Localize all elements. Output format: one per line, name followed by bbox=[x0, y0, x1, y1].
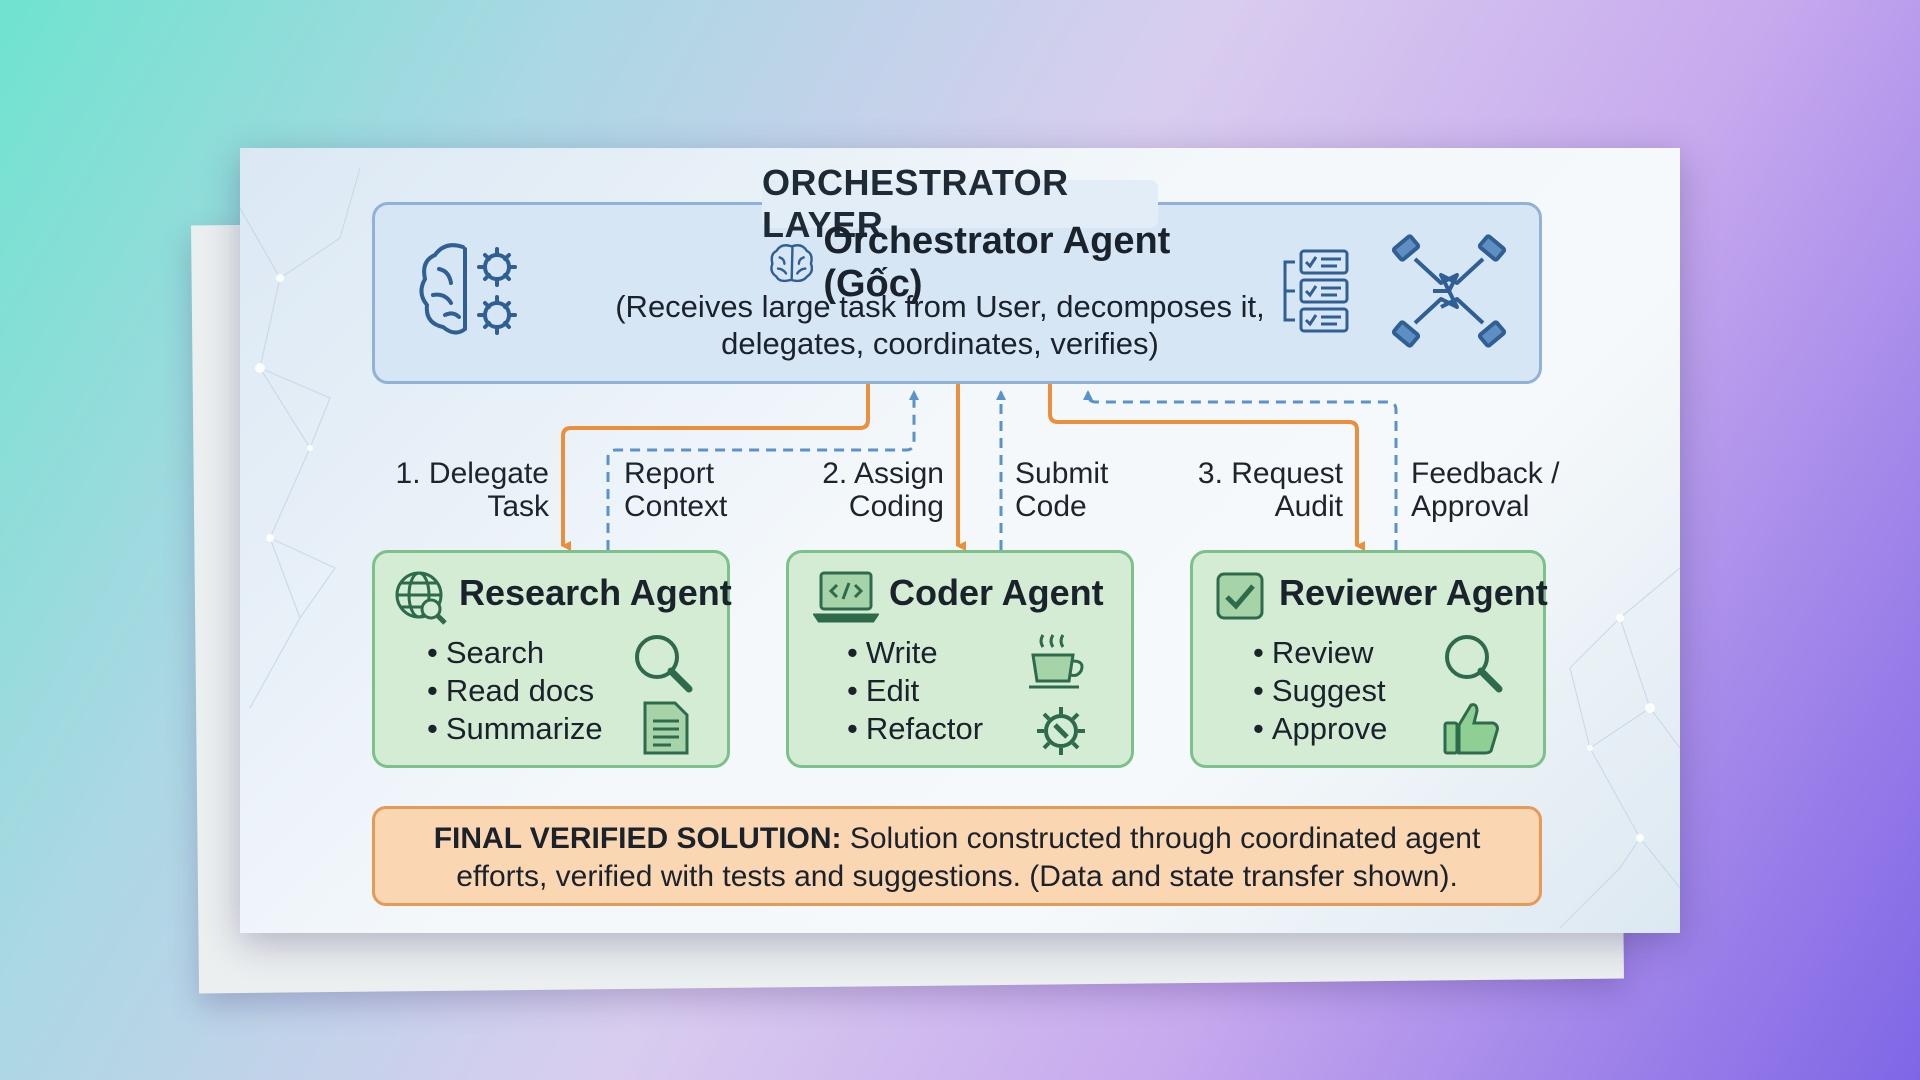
thumbs-up-icon bbox=[1443, 703, 1499, 755]
research-agent-box: Research Agent •Search •Read docs •Summa… bbox=[372, 550, 732, 768]
laptop-code-icon bbox=[813, 571, 879, 623]
globe-search-icon bbox=[395, 571, 447, 625]
item-label: Review bbox=[1271, 635, 1374, 670]
research-agent-title: Research Agent bbox=[459, 572, 732, 613]
flow-label-line: 3. Request bbox=[1197, 457, 1343, 490]
feedback-approval-arrow bbox=[1083, 390, 1398, 550]
research-item-summarize: •Summarize bbox=[427, 711, 603, 747]
reviewer-item-approve: •Approve bbox=[1253, 711, 1387, 747]
flow-label-submit-code: Submit Code bbox=[1015, 457, 1135, 523]
flow-label-delegate-task: 1. Delegate Task bbox=[383, 457, 549, 523]
flow-label-assign-coding: 2. Assign Coding bbox=[780, 457, 944, 523]
item-label: Read docs bbox=[445, 673, 595, 708]
item-label: Search bbox=[445, 635, 545, 670]
flow-label-line: Approval bbox=[1411, 490, 1530, 523]
bullet: • bbox=[427, 673, 438, 708]
request-audit-arrow bbox=[1048, 384, 1365, 551]
flow-label-line: 2. Assign bbox=[822, 457, 944, 490]
research-item-read-docs: •Read docs bbox=[427, 673, 594, 709]
reviewer-item-suggest: •Suggest bbox=[1253, 673, 1386, 709]
coder-agent-box: Coder Agent •Write •Edit •Refactor bbox=[786, 550, 1134, 768]
item-label: Approve bbox=[1271, 711, 1388, 746]
flow-label-line: Code bbox=[1015, 490, 1087, 523]
reviewer-agent-title: Reviewer Agent bbox=[1279, 572, 1548, 613]
final-solution-box: FINAL VERIFIED SOLUTION: Solution constr… bbox=[372, 806, 1542, 906]
bullet: • bbox=[1253, 635, 1264, 670]
magnifier-icon bbox=[1445, 635, 1503, 693]
final-solution-line1: FINAL VERIFIED SOLUTION: Solution constr… bbox=[375, 820, 1539, 858]
item-label: Edit bbox=[865, 673, 920, 708]
checkbox-icon bbox=[1216, 572, 1264, 620]
flow-label-line: Submit bbox=[1015, 457, 1109, 490]
coder-agent-title: Coder Agent bbox=[889, 572, 1104, 613]
flow-label-line: Feedback / bbox=[1411, 457, 1560, 490]
item-label: Write bbox=[865, 635, 938, 670]
flow-label-line: 1. Delegate bbox=[395, 457, 549, 490]
bullet: • bbox=[847, 635, 858, 670]
flow-label-line: Task bbox=[487, 490, 549, 523]
gear-wrench-icon bbox=[1037, 707, 1085, 755]
item-label: Suggest bbox=[1271, 673, 1386, 708]
coffee-cup-icon bbox=[1029, 634, 1084, 689]
layer-title: ORCHESTRATOR LAYER bbox=[762, 162, 1158, 245]
brain-gears-icon bbox=[419, 243, 517, 335]
reviewer-item-review: •Review bbox=[1253, 635, 1374, 671]
item-label: Refactor bbox=[865, 711, 984, 746]
report-context-arrow bbox=[606, 390, 919, 550]
coder-item-refactor: •Refactor bbox=[847, 711, 983, 747]
magnifier-icon bbox=[635, 635, 693, 693]
bullet: • bbox=[427, 711, 438, 746]
orchestrator-description-line2: delegates, coordinates, verifies) bbox=[721, 326, 1159, 361]
orchestrator-description: (Receives large task from User, decompos… bbox=[580, 288, 1300, 368]
bullet: • bbox=[1253, 673, 1264, 708]
coder-item-write: •Write bbox=[847, 635, 938, 671]
flow-label-line: Audit bbox=[1274, 490, 1343, 523]
brain-icon bbox=[770, 244, 814, 283]
research-item-search: •Search bbox=[427, 635, 544, 671]
bullet: • bbox=[847, 711, 858, 746]
orchestrator-agent-title: Orchestrator Agent (Gốc) bbox=[770, 220, 1190, 305]
item-label: Summarize bbox=[445, 711, 603, 746]
flow-label-line: Context bbox=[624, 490, 728, 523]
bullet: • bbox=[1253, 711, 1264, 746]
bullet: • bbox=[427, 635, 438, 670]
flow-label-line: Coding bbox=[848, 490, 944, 523]
delegate-task-arrow bbox=[561, 384, 870, 551]
document-icon bbox=[643, 701, 689, 755]
orchestrator-name: Orchestrator Agent (Gốc) bbox=[823, 220, 1171, 305]
flow-label-report-context: Report Context bbox=[624, 457, 754, 523]
final-solution-label: FINAL VERIFIED SOLUTION: bbox=[433, 822, 842, 855]
flow-label-feedback-approval: Feedback / Approval bbox=[1411, 457, 1581, 523]
reviewer-agent-box: Reviewer Agent •Review •Suggest •Approve bbox=[1190, 550, 1548, 768]
bullet: • bbox=[847, 673, 858, 708]
orchestrator-description-line1: (Receives large task from User, decompos… bbox=[615, 289, 1265, 324]
checklist-icon bbox=[1283, 249, 1349, 333]
final-solution-text2: efforts, verified with tests and suggest… bbox=[456, 860, 1458, 893]
flow-label-line: Report bbox=[624, 457, 715, 490]
collaboration-hands-icon bbox=[1391, 234, 1507, 348]
coder-item-edit: •Edit bbox=[847, 673, 919, 709]
diagram-card: ORCHESTRATOR LAYER Orchestrator Agent (G… bbox=[240, 148, 1680, 933]
network-background bbox=[240, 167, 1680, 929]
flow-label-request-audit: 3. Request Audit bbox=[1177, 457, 1343, 523]
final-solution-text1: Solution constructed through coordinated… bbox=[849, 822, 1481, 855]
